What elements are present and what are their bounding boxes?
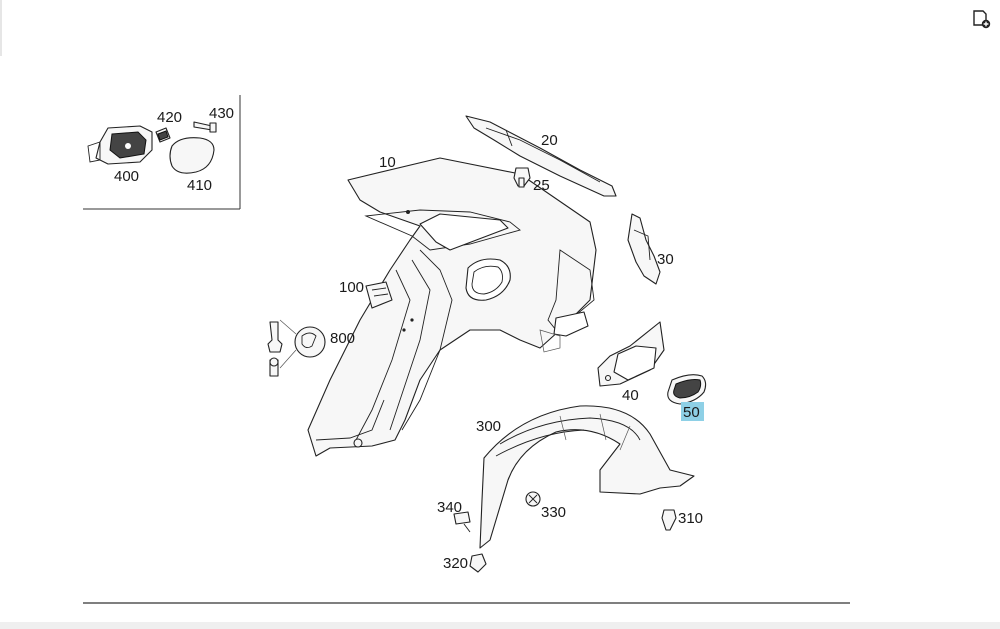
bottom-scroll-area: [0, 622, 1000, 629]
label-40[interactable]: 40: [622, 387, 639, 404]
label-25[interactable]: 25: [533, 177, 550, 194]
bolt-25-part[interactable]: [513, 167, 531, 188]
window-edge: [0, 0, 2, 56]
plate-100-part[interactable]: [365, 281, 393, 309]
filler-pin-part[interactable]: [193, 121, 217, 133]
label-50[interactable]: 50: [683, 404, 700, 421]
bracket-30-part[interactable]: [627, 213, 661, 285]
add-to-list-icon: [973, 10, 991, 29]
fuel-filler-housing-part[interactable]: [87, 125, 153, 165]
label-420[interactable]: 420: [157, 109, 182, 126]
add-to-list-button[interactable]: [970, 8, 992, 30]
label-30[interactable]: 30: [657, 251, 674, 268]
screw-320-part[interactable]: [469, 553, 487, 573]
label-300[interactable]: 300: [476, 418, 501, 435]
wheel-liner-part[interactable]: [479, 405, 695, 549]
label-310[interactable]: 310: [678, 510, 703, 527]
label-410[interactable]: 410: [187, 177, 212, 194]
label-340[interactable]: 340: [437, 499, 462, 516]
nut-330-part[interactable]: [525, 491, 541, 507]
upper-rail-part[interactable]: [465, 115, 617, 197]
inset-frame: [83, 95, 241, 210]
label-50-highlight: [681, 402, 704, 421]
label-100[interactable]: 100: [339, 279, 364, 296]
label-330[interactable]: 330: [541, 504, 566, 521]
fastener-set-800-part[interactable]: [267, 319, 326, 377]
side-panel-part[interactable]: [307, 157, 597, 457]
fuel-flap-part[interactable]: [169, 137, 215, 174]
clip-340-part[interactable]: [453, 511, 471, 533]
cover-50-part[interactable]: [667, 374, 707, 405]
label-320[interactable]: 320: [443, 555, 468, 572]
clip-310-part[interactable]: [661, 509, 677, 531]
filler-clip-part[interactable]: [155, 127, 171, 143]
label-20[interactable]: 20: [541, 132, 558, 149]
label-10[interactable]: 10: [379, 154, 396, 171]
label-800[interactable]: 800: [330, 330, 355, 347]
panel-40-part[interactable]: [597, 321, 665, 387]
label-430[interactable]: 430: [209, 105, 234, 122]
label-400[interactable]: 400: [114, 168, 139, 185]
